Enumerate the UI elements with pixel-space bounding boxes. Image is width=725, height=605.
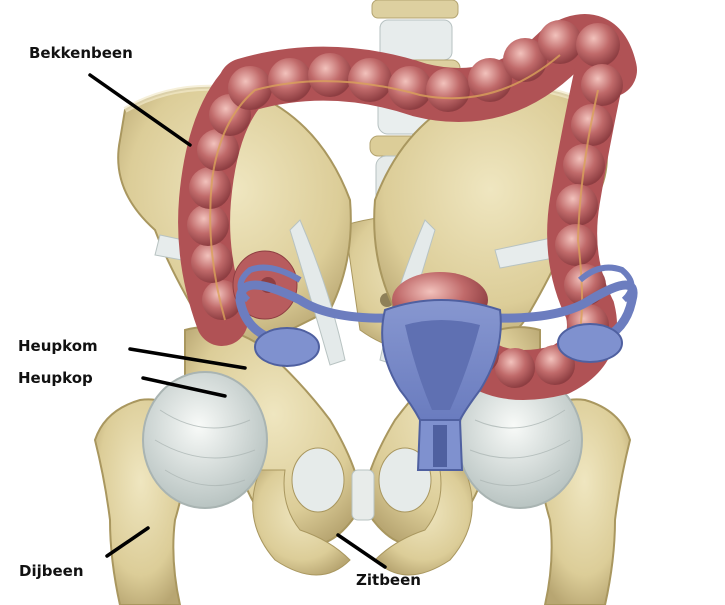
left-ovary xyxy=(255,328,319,366)
label-bekkenbeen: Bekkenbeen xyxy=(29,44,133,62)
label-zitbeen: Zitbeen xyxy=(356,571,421,589)
right-ovary xyxy=(558,324,622,362)
label-heupkop: Heupkop xyxy=(18,369,93,387)
label-heupkom: Heupkom xyxy=(18,337,98,355)
label-dijbeen: Dijbeen xyxy=(19,562,84,580)
